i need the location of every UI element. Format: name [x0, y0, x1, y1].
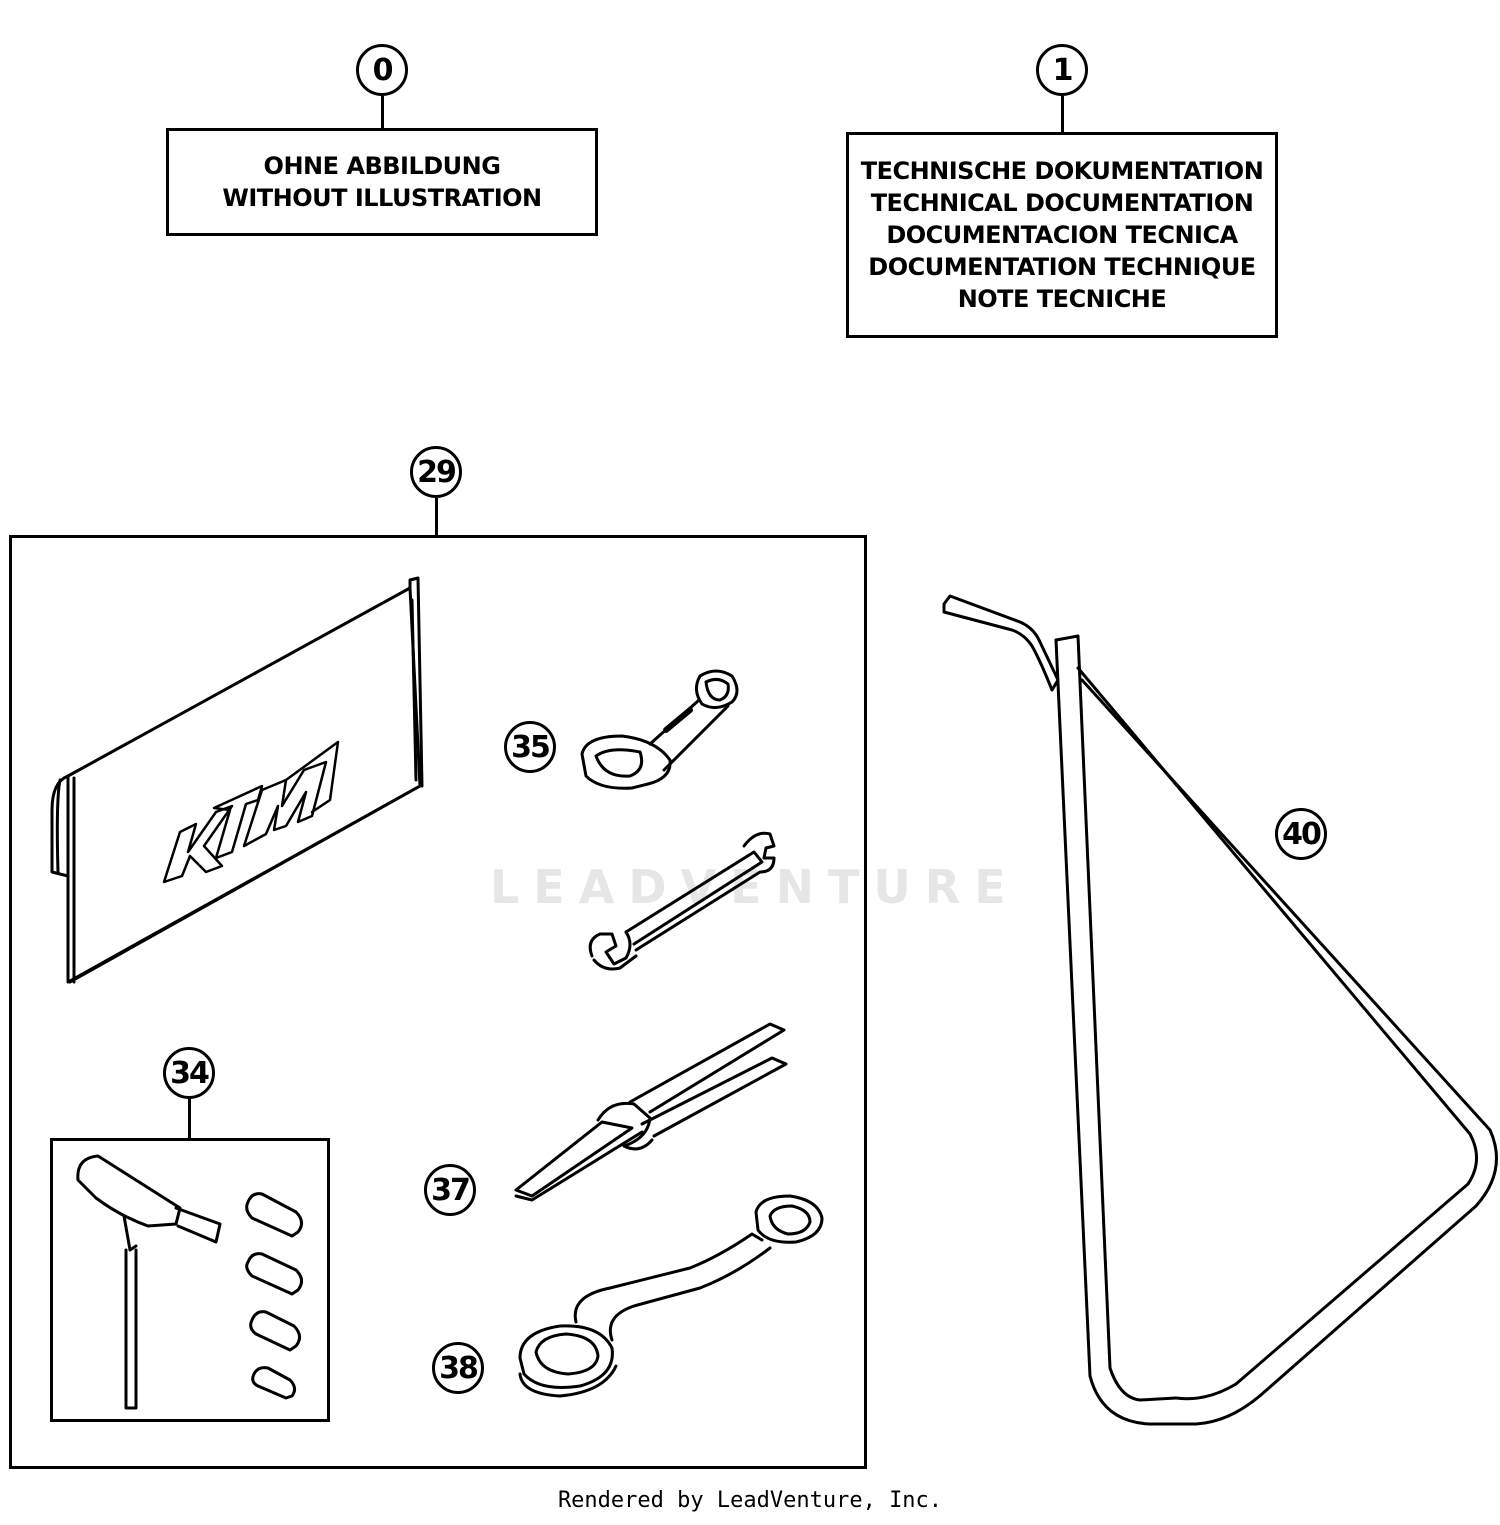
- leader-line-0: [381, 96, 384, 130]
- ring-spanner-35-illustration: [580, 669, 739, 790]
- label-box-0: OHNE ABBILDUNG WITHOUT ILLUSTRATION: [166, 128, 598, 236]
- box1-line3: DOCUMENTACION TECNICA: [886, 221, 1238, 249]
- callout-35: 35: [504, 721, 556, 773]
- box1-line5: NOTE TECNICHE: [957, 285, 1167, 313]
- tool-kit-box: [9, 535, 867, 1469]
- callout-38: 38: [432, 1342, 484, 1394]
- watermark-text: LEADVENTURE: [490, 860, 1020, 914]
- bit-socket-icons: [245, 1192, 303, 1400]
- side-stand-40-illustration: [942, 594, 1498, 1426]
- ktm-logo-icon: [162, 740, 340, 884]
- callout-37: 37: [424, 1164, 476, 1216]
- allen-key-set-box: [50, 1138, 330, 1422]
- box1-line4: DOCUMENTATION TECHNIQUE: [868, 253, 1256, 281]
- callout-29: 29: [410, 446, 462, 498]
- callout-0: 0: [356, 44, 408, 96]
- leader-line-34: [188, 1099, 191, 1141]
- allen-key-34-illustration: [76, 1154, 303, 1410]
- leader-line-1: [1061, 96, 1064, 134]
- callout-1: 1: [1036, 44, 1088, 96]
- pliers-37-illustration: [514, 1022, 788, 1202]
- box1-line2: TECHNICAL DOCUMENTATION: [870, 189, 1254, 217]
- box1-line1: TECHNISCHE DOKUMENTATION: [860, 157, 1264, 185]
- footer-credit: Rendered by LeadVenture, Inc.: [557, 1488, 943, 1513]
- combination-spanner-38-illustration: [518, 1194, 824, 1398]
- callout-34: 34: [163, 1047, 215, 1099]
- box0-line2: WITHOUT ILLUSTRATION: [222, 184, 542, 212]
- leader-line-29: [435, 498, 438, 538]
- open-end-wrench-illustration: [588, 831, 776, 971]
- box0-line1: OHNE ABBILDUNG: [263, 152, 501, 180]
- callout-40: 40: [1275, 808, 1327, 860]
- tool-bag-illustration: [50, 576, 424, 984]
- label-box-1: TECHNISCHE DOKUMENTATION TECHNICAL DOCUM…: [846, 132, 1278, 338]
